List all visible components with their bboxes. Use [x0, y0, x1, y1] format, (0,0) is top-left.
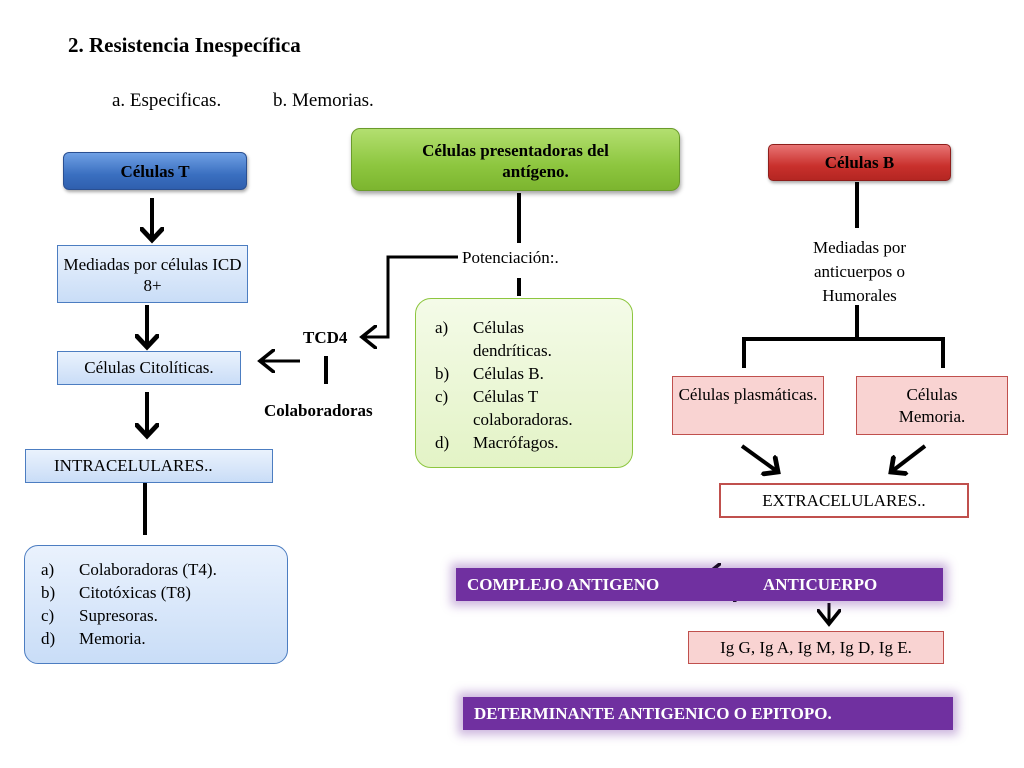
list-item: a)Colaboradoras (T4). [41, 560, 217, 579]
t-cell-types-box: a)Colaboradoras (T4). b)Citotóxicas (T8)… [24, 545, 288, 664]
list-item: c)Células T colaboradoras. [435, 387, 573, 429]
arrow-plasmatic-to-extracellular [740, 444, 778, 472]
apc-list: a)Células dendríticas. b)Células B. c)Cé… [435, 316, 632, 454]
b-mediated-label: Mediadas por anticuerpos o Humorales [812, 238, 906, 305]
page-title: 2. Resistencia Inespecífica [68, 33, 301, 57]
plasmatic-box: Células plasmáticas. [672, 376, 824, 435]
complex-antibody-label: ANTICUERPO [763, 575, 878, 594]
arrow-potentiation-to-tcd4 [362, 255, 458, 337]
memory-box: Células Memoria. [856, 376, 1008, 435]
branch-b-cells [742, 337, 945, 368]
subtitle-a: a. Especificas. [112, 90, 222, 111]
apc-header-line1: Células presentadoras del [422, 141, 609, 160]
potentiation-label: Potenciación:. [462, 248, 559, 267]
t-mediated-box: Mediadas por células ICD 8+ [57, 245, 248, 303]
b-cells-header: Células B [768, 144, 951, 181]
tcd4-label: TCD4 [303, 328, 348, 347]
apc-header: Células presentadoras del antígeno. [351, 128, 680, 191]
determinant-bar: DETERMINANTE ANTIGENICO O EPITOPO. [463, 697, 953, 730]
list-item: c)Supresoras. [41, 606, 158, 625]
list-item: a)Células dendríticas. [435, 318, 552, 360]
list-item: d)Memoria. [41, 629, 146, 648]
collaborators-label: Colaboradoras [264, 401, 373, 420]
subtitle-b: b. Memorias. [273, 90, 374, 111]
complex-bar: COMPLEJO ANTIGENO ANTICUERPO [456, 568, 943, 601]
cytolytic-box: Células Citolíticas. [57, 351, 241, 385]
immunoglobulins-box: Ig G, Ig A, Ig M, Ig D, Ig E. [688, 631, 944, 664]
t-cell-types-list: a)Colaboradoras (T4). b)Citotóxicas (T8)… [41, 558, 287, 650]
list-item: b)Citotóxicas (T8) [41, 583, 191, 602]
extracellular-box: EXTRACELULARES.. [719, 483, 969, 518]
apc-header-line2: antígeno. [502, 162, 569, 181]
complex-antigen-label: COMPLEJO ANTIGENO [467, 575, 660, 594]
t-cells-header: Células T [63, 152, 247, 190]
list-item: b)Células B. [435, 364, 544, 383]
intracellular-box: INTRACELULARES.. [25, 449, 273, 483]
apc-list-box: a)Células dendríticas. b)Células B. c)Cé… [415, 298, 633, 468]
arrow-memory-to-extracellular [891, 444, 927, 472]
list-item: d)Macrófagos. [435, 433, 559, 452]
